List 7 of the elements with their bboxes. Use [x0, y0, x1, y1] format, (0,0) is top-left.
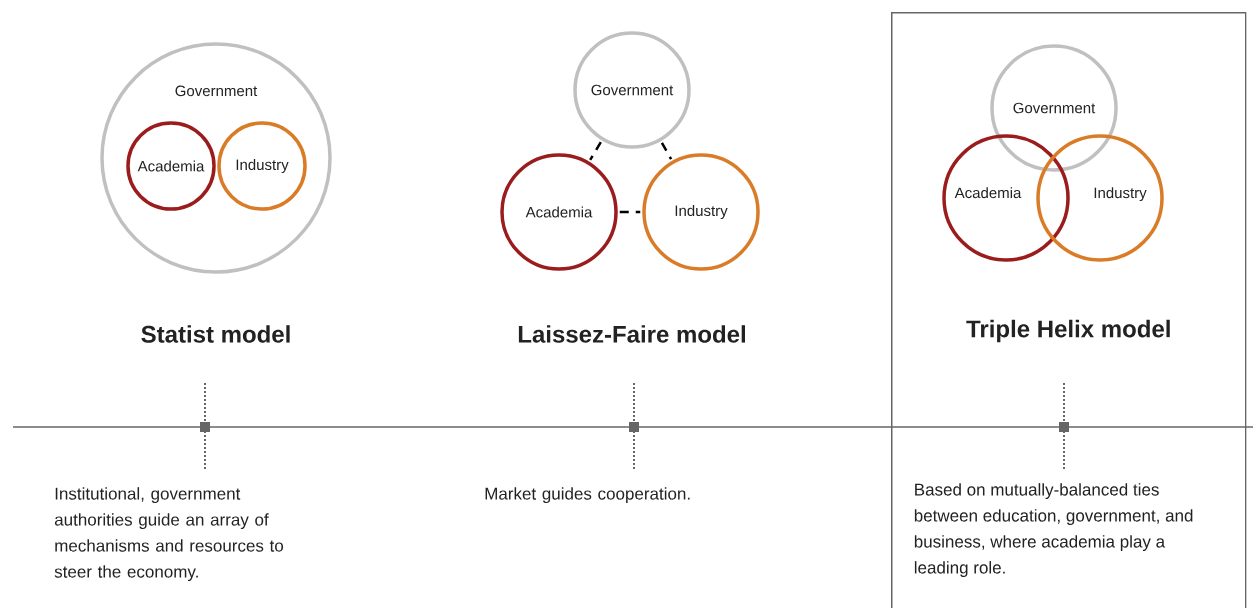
model-title: Statist model — [141, 325, 290, 343]
connector-line — [589, 141, 602, 161]
connector-line — [660, 142, 673, 160]
description-text: Market guides cooperation. — [485, 487, 690, 504]
model-title: Laissez-Faire model — [518, 325, 745, 343]
description-text: Institutional, government authorities guide an array of mechanisms and resources to steer the economy. — [54, 487, 284, 582]
connector-line — [619, 210, 641, 214]
